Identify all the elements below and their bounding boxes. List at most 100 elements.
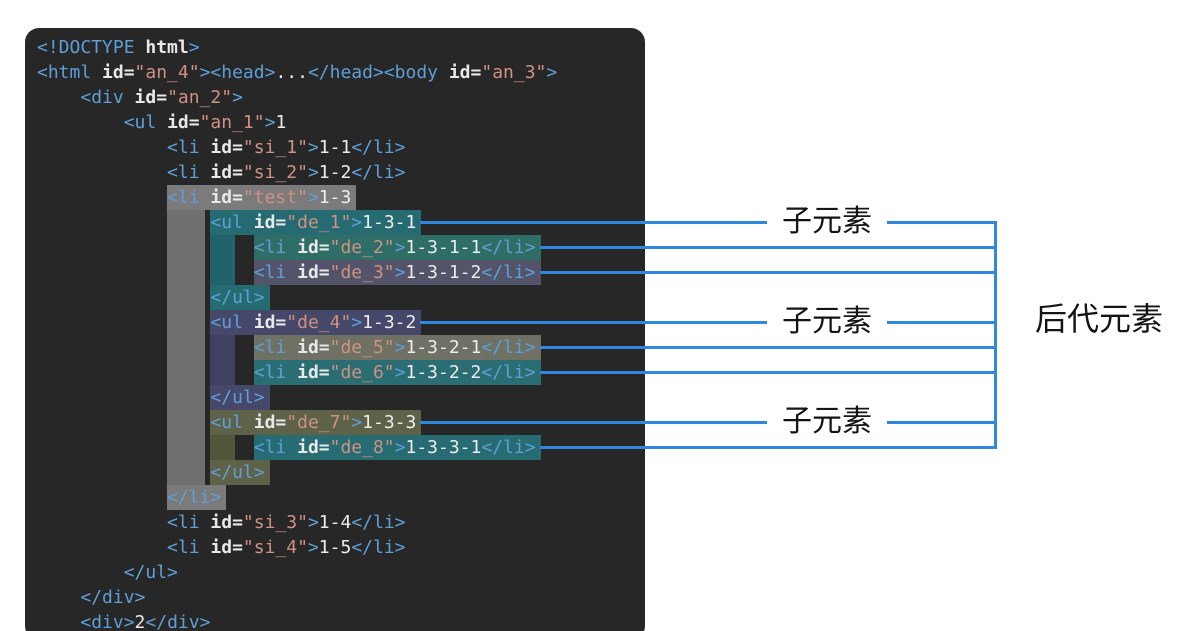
- code-line-3: <div id="an_2">: [37, 85, 645, 110]
- token-txt: 1: [275, 112, 287, 133]
- token-tag: <div>: [80, 612, 135, 631]
- child-element-label-2: 子元素: [782, 305, 872, 338]
- token-tag: ><head>: [199, 62, 276, 83]
- token-tag: >: [351, 212, 363, 233]
- code-line-18: </ul>: [37, 460, 645, 485]
- token-tag: </ul>: [210, 287, 265, 308]
- token-tag: </li>: [351, 137, 406, 158]
- token-tag: </li>: [481, 237, 536, 258]
- token-attr: html: [145, 37, 189, 58]
- token-tag: >: [394, 337, 406, 358]
- code-editor-panel: <!DOCTYPE html><html id="an_4"><head>...…: [25, 28, 645, 631]
- code-line-2: <html id="an_4"><head>...</head><body id…: [37, 60, 645, 85]
- code-line-19: </li>: [37, 485, 645, 510]
- connector-line-de6: [540, 371, 997, 374]
- token-tag: <li: [253, 437, 298, 458]
- code-line-1: <!DOCTYPE html>: [37, 35, 645, 60]
- token-attr: id=: [210, 187, 243, 208]
- token-txt: 1-5: [318, 537, 352, 558]
- connector-line-de8: [540, 446, 997, 449]
- token-attr: id=: [253, 312, 287, 333]
- token-tag: >: [351, 312, 363, 333]
- token-tag: >: [394, 362, 406, 383]
- token-tag: <li: [253, 237, 298, 258]
- token-tag: </head><body: [307, 62, 449, 83]
- token-tag: <div: [80, 87, 135, 108]
- connector-line-de4-left: [420, 321, 767, 324]
- token-str: "de_6": [329, 362, 395, 383]
- token-tag: <ul: [210, 212, 254, 233]
- code-line-6: <li id="si_2">1-2</li>: [37, 160, 645, 185]
- token-tag: </div>: [80, 587, 146, 608]
- token-tag: >: [394, 262, 406, 283]
- token-txt: 1-3-2: [362, 312, 417, 333]
- token-txt: 1-4: [318, 512, 352, 533]
- token-tag: </li>: [351, 162, 406, 183]
- child-element-label-3: 子元素: [782, 405, 872, 438]
- token-str: "de_4": [286, 312, 352, 333]
- code-line-5: <li id="si_1">1-1</li>: [37, 135, 645, 160]
- token-tag: </li>: [481, 362, 536, 383]
- token-attr: id=: [297, 237, 330, 258]
- code-line-20: <li id="si_3">1-4</li>: [37, 510, 645, 535]
- token-tag: <ul: [123, 112, 168, 133]
- token-str: "an_1": [199, 112, 265, 133]
- token-txt: 1-3-2-1: [405, 337, 482, 358]
- connector-line-de2: [540, 246, 997, 249]
- code-line-24: <div>2</div>: [37, 610, 645, 631]
- code-line-15: </ul>: [37, 385, 645, 410]
- token-tag: >: [232, 87, 243, 108]
- token-str: "de_2": [329, 237, 395, 258]
- connector-line-de1-right: [887, 221, 997, 224]
- token-txt: ...: [275, 62, 308, 83]
- token-attr: id=: [297, 262, 330, 283]
- code-line-10: <li id="de_3">1-3-1-2</li>: [37, 260, 645, 285]
- token-attr: id=: [297, 362, 330, 383]
- token-str: "an_3": [481, 62, 547, 83]
- token-tag: </li>: [167, 487, 222, 508]
- token-str: "si_4": [242, 537, 308, 558]
- token-txt: 1-3-1: [362, 212, 417, 233]
- token-attr: id=: [297, 337, 330, 358]
- token-tag: <html: [37, 62, 103, 83]
- token-tag: <li: [253, 337, 298, 358]
- token-tag: <li: [253, 262, 298, 283]
- token-tag: <li: [167, 187, 211, 208]
- token-tag: </li>: [351, 537, 406, 558]
- token-str: "si_2": [242, 162, 308, 183]
- token-attr: id=: [253, 212, 287, 233]
- connector-line-de5: [540, 346, 997, 349]
- token-str: "an_2": [167, 87, 233, 108]
- token-tag: </li>: [481, 337, 536, 358]
- connector-line-vertical-bracket: [994, 221, 997, 449]
- code-line-16: <ul id="de_7">1-3-3: [37, 410, 645, 435]
- token-str: "de_8": [329, 437, 395, 458]
- token-str: "si_1": [242, 137, 308, 158]
- token-tag: </li>: [351, 512, 406, 533]
- token-tag: </div>: [145, 612, 211, 631]
- token-txt: 1-3-1-2: [405, 262, 482, 283]
- token-tag: </li>: [481, 262, 536, 283]
- token-txt: 1-3-3-1: [405, 437, 482, 458]
- token-attr: id=: [210, 137, 243, 158]
- token-tag: <li: [167, 162, 211, 183]
- code-line-7: <li id="test">1-3: [37, 185, 645, 210]
- token-tag: >: [546, 62, 558, 83]
- token-txt: 1-3-2-2: [405, 362, 482, 383]
- token-tag: >: [394, 437, 406, 458]
- code-line-14: <li id="de_6">1-3-2-2</li>: [37, 360, 645, 385]
- token-tag: </li>: [481, 437, 536, 458]
- token-txt: 1-1: [318, 137, 352, 158]
- token-str: "test": [242, 187, 308, 208]
- token-tag: <li: [167, 512, 211, 533]
- connector-line-de1-left: [420, 221, 767, 224]
- token-attr: id=: [102, 62, 135, 83]
- token-tag: >: [307, 537, 319, 558]
- token-tag: >: [394, 237, 406, 258]
- code-line-23: </div>: [37, 585, 645, 610]
- token-txt: 1-3: [318, 187, 352, 208]
- token-tag: <li: [253, 362, 298, 383]
- token-str: "de_7": [286, 412, 352, 433]
- token-tag: </ul>: [123, 562, 178, 583]
